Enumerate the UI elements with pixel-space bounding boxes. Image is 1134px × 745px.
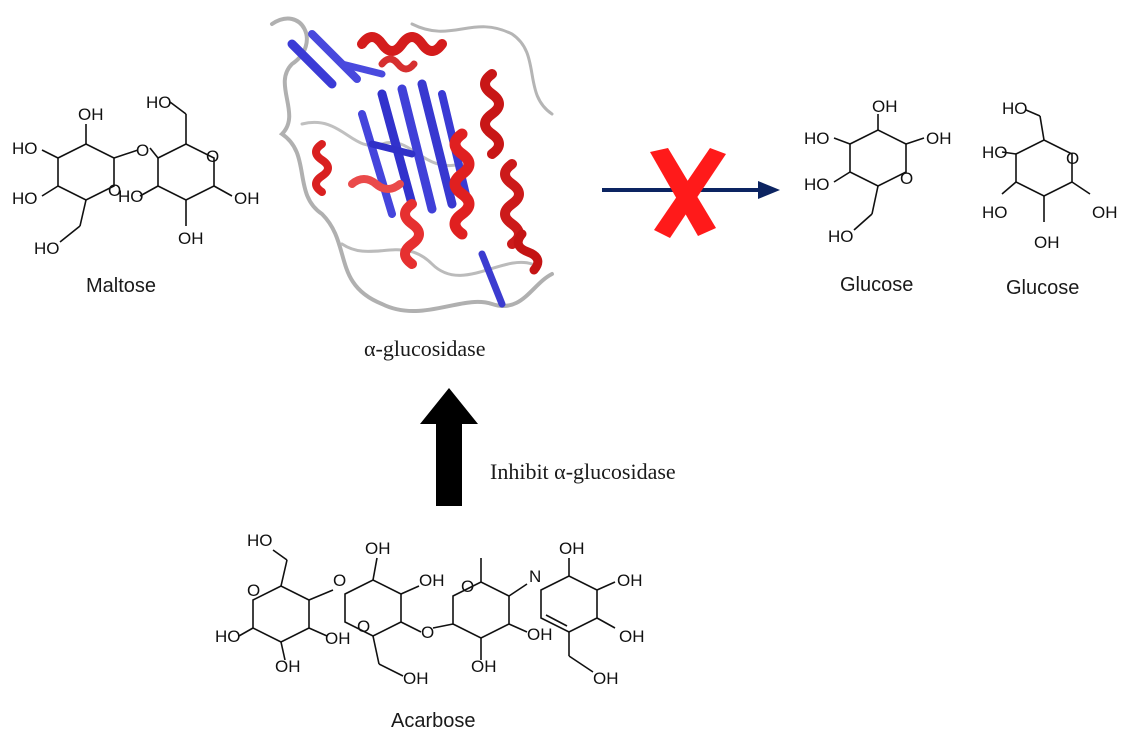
acarbose-atom-o-2: O [421, 623, 434, 642]
acarbose-atom-oh-4: OH [559, 539, 585, 558]
maltose-atom-oh-bottom: OH [178, 229, 204, 248]
glucose2-atom-ho-top: HO [1002, 99, 1028, 118]
glucose1-atom-oh-right: OH [926, 129, 952, 148]
glucose2-atom-oh-right: OH [1092, 203, 1118, 222]
glucose-structure-1: OH HO OH HO O HO [804, 97, 952, 246]
maltose-atom-oh-right: OH [234, 189, 260, 208]
acarbose-atom-oh-2: OH [365, 539, 391, 558]
maltose-atom-ho-left-2: HO [12, 189, 38, 208]
glucose1-atom-o-ring: O [900, 169, 913, 188]
maltose-atom-o-bridge: O [136, 141, 149, 160]
acarbose-atom-o-1: O [333, 571, 346, 590]
red-x-icon [650, 148, 726, 238]
maltose-structure: OH HO HO O O HO HO O HO OH OH [12, 93, 260, 258]
maltose-atom-o-ring-left: O [108, 181, 121, 200]
maltose-atom-ho-bottom: HO [34, 239, 60, 258]
acarbose-label: Acarbose [391, 710, 476, 732]
acarbose-atom-ho-6: HO [215, 627, 241, 646]
maltose-atom-o-ring-right: O [206, 147, 219, 166]
acarbose-atom-oh-3: OH [419, 571, 445, 590]
glucose2-atom-ho-left-2: HO [982, 203, 1008, 222]
acarbose-atom-oh-5: OH [617, 571, 643, 590]
acarbose-atom-oh-8: OH [527, 625, 553, 644]
acarbose-atom-ho-1: HO [247, 531, 273, 550]
acarbose-atom-oh-11: OH [471, 657, 497, 676]
reaction-arrow-head [758, 181, 780, 199]
enzyme-label: α-glucosidase [364, 336, 486, 361]
maltose-atom-oh-top: OH [78, 105, 104, 124]
acarbose-atom-oh-13: OH [593, 669, 619, 688]
acarbose-atom-o-ring-2: O [357, 617, 370, 636]
acarbose-atom-n: N [529, 567, 541, 586]
glucose2-atom-ho-left-1: HO [982, 143, 1008, 162]
maltose-label: Maltose [86, 275, 157, 297]
acarbose-structure: HO O OH OH N OH OH O O O O HO OH OH OH O… [215, 531, 645, 688]
acarbose-atom-oh-10: OH [275, 657, 301, 676]
glucose1-atom-ho-left-2: HO [804, 175, 830, 194]
glucose1-atom-ho-left-1: HO [804, 129, 830, 148]
maltose-atom-ho-mid: HO [118, 187, 144, 206]
acarbose-atom-oh-9: OH [619, 627, 645, 646]
maltose-atom-ho-top-right: HO [146, 93, 172, 112]
acarbose-atom-oh-7: OH [325, 629, 351, 648]
glucose-structure-2: HO HO O HO OH OH [982, 99, 1118, 252]
acarbose-atom-o-ring-1: O [247, 581, 260, 600]
glucose-label-1: Glucose [840, 274, 914, 296]
acarbose-atom-o-ring-3: O [461, 577, 474, 596]
glucose2-atom-o-ring: O [1066, 149, 1079, 168]
glucose1-atom-ho-bottom: HO [828, 227, 854, 246]
maltose-atom-ho-left-1: HO [12, 139, 38, 158]
glucose-label-2: Glucose [1006, 277, 1080, 299]
glucose1-atom-oh-top: OH [872, 97, 898, 116]
protein-ribbon-icon [270, 16, 554, 314]
acarbose-atom-oh-12: OH [403, 669, 429, 688]
glucose2-atom-oh-bottom: OH [1034, 233, 1060, 252]
inhibit-arrow [420, 388, 478, 506]
blocked-reaction-arrow [602, 148, 780, 238]
inhibit-label: Inhibit α-glucosidase [490, 459, 676, 484]
